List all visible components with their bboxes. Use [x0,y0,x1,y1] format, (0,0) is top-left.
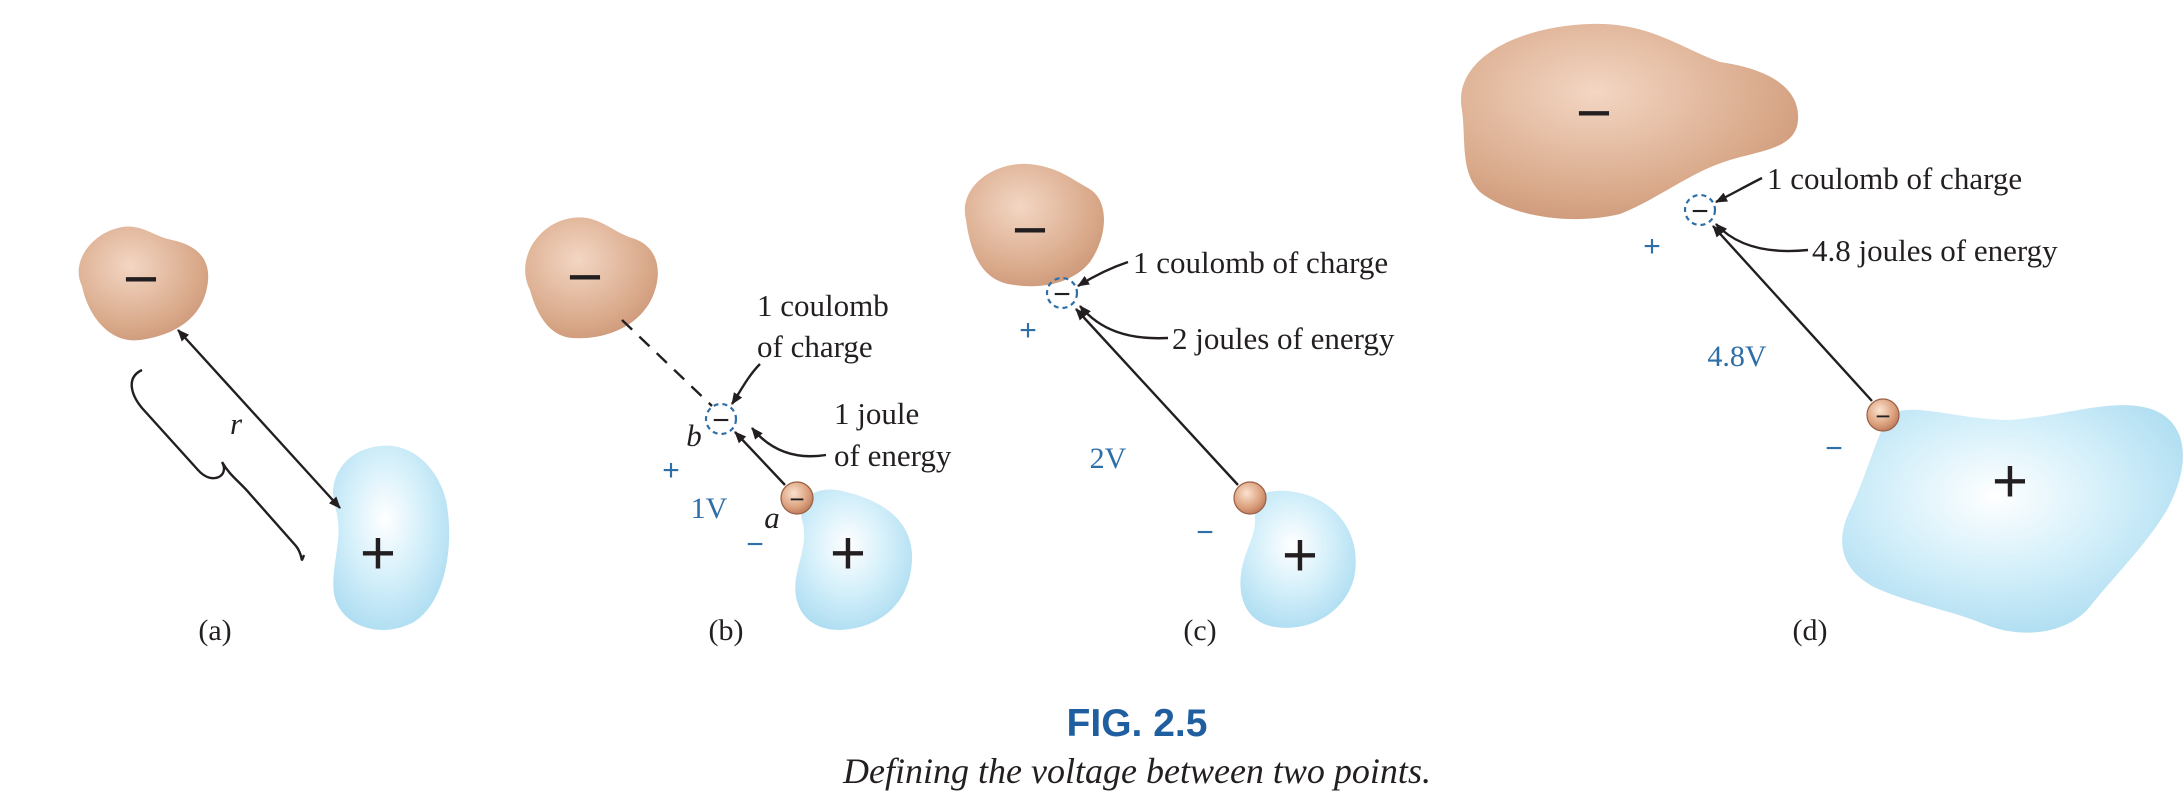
minus-terminal-c: − [1196,516,1214,549]
plus-terminal-d: + [1643,230,1661,263]
negative-body-c [964,163,1104,287]
pos-sign-b: + [830,519,866,588]
positive-body-b [795,489,913,630]
charge-label-b-line1: 1 coulomb [757,288,889,323]
positive-body-d [1842,405,2183,633]
energy-label-b-line2: of energy [834,438,952,473]
positive-body-a [333,445,450,630]
charge-ball-sign-b: − [789,484,804,514]
neg-sign-d: − [1576,79,1612,148]
energy-label-c: 2 joules of energy [1172,321,1395,356]
energy-label-d: 4.8 joules of energy [1812,233,2058,268]
test-charge-circle-b [704,402,738,436]
move-arrow-c [1075,308,1239,486]
distance-arrow-a [177,329,341,509]
test-charge-sign-b: − [712,404,730,437]
neg-sign-c: − [1012,196,1048,265]
negative-body-b [525,217,658,339]
charge-ball-d [1866,398,1900,432]
energy-leader-d [1715,223,1809,253]
panel-c: − − + 1 coulomb of charge 2 joules of en… [964,163,1395,647]
charge-leader-b [731,363,761,405]
figure-caption: FIG. 2.5 Defining the voltage between tw… [842,702,1431,791]
voltage-label-b: 1V [691,492,728,525]
energy-label-b-line1: 1 joule [834,396,919,431]
panel-label-c: (c) [1183,614,1216,647]
test-charge-sign-c: − [1053,278,1071,311]
energy-leader-c [1079,305,1169,340]
point-label-a: a [764,500,780,535]
panel-label-a: (a) [198,614,231,647]
minus-terminal-b: − [746,528,764,561]
charge-label-d: 1 coulomb of charge [1767,161,2022,196]
charge-ball-sign-d: − [1875,401,1890,431]
plus-terminal-c: + [1019,314,1037,347]
test-charge-circle-d [1683,193,1717,227]
move-arrow-d [1712,225,1873,402]
move-arrow-b [734,431,786,486]
neg-sign-a: − [123,245,159,314]
voltage-label-c: 2V [1090,442,1127,475]
pos-sign-c: + [1282,521,1318,590]
minus-terminal-d: − [1825,432,1843,465]
charge-leader-c [1077,260,1129,288]
positive-body-c [1240,490,1356,628]
test-charge-circle-c [1045,276,1079,310]
distance-brace-a [130,368,306,561]
plus-terminal-b: + [662,454,680,487]
dashed-path-b [621,319,713,407]
panel-d: − − + − 1 coulomb of charge 4.8 joules o… [1461,23,2183,647]
negative-body-a [78,226,209,341]
charge-label-b-line2: of charge [757,329,873,364]
point-label-b: b [686,418,702,453]
energy-leader-b [751,427,827,458]
charge-ball-b [780,481,814,515]
pos-sign-a: + [360,519,396,588]
panel-label-d: (d) [1793,614,1828,647]
negative-body-d [1461,23,1799,220]
charge-leader-d [1715,176,1763,204]
voltage-label-d: 4.8V [1707,340,1767,373]
panel-b: − − + − 1 coulomb of charge 1 joule of e… [525,217,952,647]
figure-caption-text: Defining the voltage between two points. [842,751,1431,791]
test-charge-sign-d: − [1691,195,1709,228]
distance-label-r: r [230,406,243,441]
neg-sign-b: − [567,243,603,312]
charge-label-c: 1 coulomb of charge [1133,245,1388,280]
panel-a: − + r (a) [78,226,450,647]
charge-ball-c [1233,481,1267,515]
pos-sign-d: + [1992,447,2028,516]
figure-number: FIG. 2.5 [1067,702,1208,745]
panel-label-b: (b) [709,614,744,647]
